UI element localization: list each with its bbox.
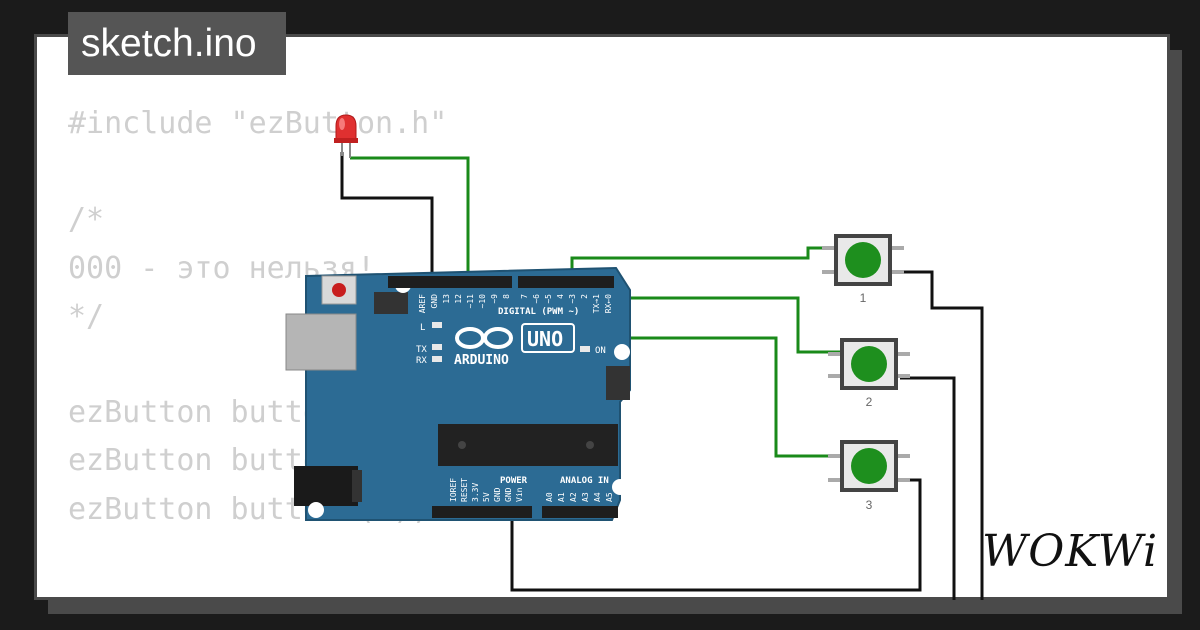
button-1-label: 1 (860, 291, 867, 305)
on-led-label: ON (595, 346, 606, 356)
power-pin-label: Vin (515, 487, 524, 502)
digital-header-right (518, 276, 614, 288)
button-2-cap (851, 346, 887, 382)
wire-button2-ground (900, 376, 956, 600)
power-pin-label: 5V (482, 492, 491, 502)
icsp-header-right (606, 366, 630, 400)
arduino-uno-board[interactable] (285, 266, 631, 521)
button-3-cap (851, 448, 887, 484)
power-pin-label: RESET (460, 478, 469, 502)
power-jack (294, 466, 358, 506)
board-model-text: UNO (527, 327, 563, 351)
wire-led-signal (350, 156, 470, 282)
analog-pin-label: A1 (557, 492, 566, 502)
icsp-header-top (374, 292, 408, 314)
analog-pin-label: A3 (581, 492, 590, 502)
digital-pin-label: 7 (520, 294, 529, 299)
led[interactable] (334, 114, 358, 158)
digital-pin-label: ~9 (490, 294, 499, 304)
analog-pin-label: A4 (593, 492, 602, 502)
wokwi-logo: WOKWi (982, 526, 1159, 577)
l-led-label: L (420, 323, 425, 333)
pushbutton-1[interactable] (822, 234, 904, 286)
rx-led-label: RX (416, 356, 427, 366)
digital-label: DIGITAL (PWM ~) (498, 307, 579, 317)
digital-pin-label: 8 (502, 294, 511, 299)
digital-pin-label: ~11 (466, 294, 475, 309)
analog-pin-label: A2 (569, 492, 578, 502)
power-header (432, 506, 532, 518)
digital-pin-label: 12 (454, 294, 463, 304)
wire-button1-ground (904, 270, 984, 600)
button-2-label: 2 (866, 395, 873, 409)
pushbutton-3[interactable] (828, 440, 910, 492)
power-pin-label: GND (504, 487, 513, 502)
analog-label: ANALOG IN (560, 476, 609, 486)
digital-pin-label: TX→1 (592, 294, 601, 313)
mount-hole (614, 344, 630, 360)
digital-pin-label: 13 (442, 294, 451, 304)
digital-header-left (388, 276, 512, 288)
power-pin-label: IOREF (449, 478, 458, 502)
wire-button1-signal (570, 246, 834, 282)
digital-pin-label: ~6 (532, 294, 541, 304)
digital-pin-label: AREF (418, 294, 427, 313)
mount-hole (612, 479, 628, 495)
power-pin-label: GND (493, 487, 502, 502)
digital-pin-label: ~3 (568, 294, 577, 304)
power-pin-label: 3.3V (471, 483, 480, 502)
pushbutton-2[interactable] (828, 338, 910, 390)
digital-pin-label: ~5 (544, 294, 553, 304)
digital-pin-label: GND (430, 294, 439, 309)
analog-header (542, 506, 618, 518)
arduino-logo (455, 327, 513, 349)
code-line: */ (68, 298, 105, 334)
digital-pin-label: 4 (556, 294, 565, 299)
code-line: /* (68, 202, 105, 238)
wire-button3-ground (510, 478, 922, 592)
usb-port (285, 313, 357, 371)
digital-pin-label: ~10 (478, 294, 487, 309)
board-logo-text: ARDUINO (454, 353, 509, 368)
power-label: POWER (500, 476, 528, 486)
analog-pin-label: A0 (545, 492, 554, 502)
wire-led-ground (340, 152, 434, 282)
digital-pin-label: 2 (580, 294, 589, 299)
button-1-cap (845, 242, 881, 278)
mount-hole (308, 502, 324, 518)
code-line: 000 - это нельзя! (68, 250, 376, 286)
digital-pin-label: RX←0 (604, 294, 613, 313)
tx-led-label: TX (416, 345, 427, 355)
button-3-label: 3 (866, 498, 873, 512)
analog-pin-label: A5 (605, 492, 614, 502)
file-name-tab[interactable]: sketch.ino (68, 12, 286, 75)
